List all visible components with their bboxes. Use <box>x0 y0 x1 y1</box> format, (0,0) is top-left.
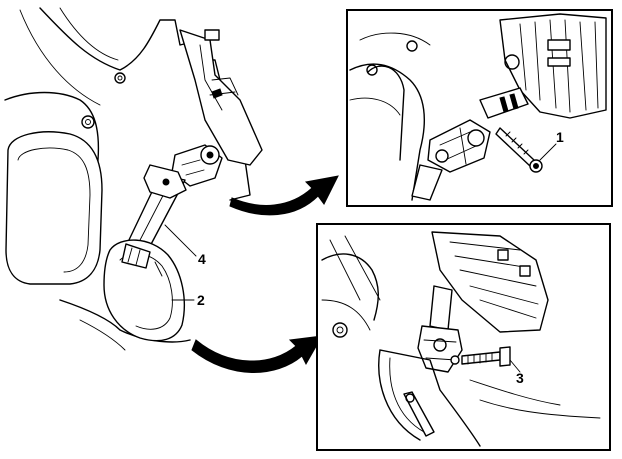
lower-detail-linkage <box>403 391 435 437</box>
lower-detail-linkage-pivot <box>405 393 415 403</box>
upper-detail-body-rib <box>349 32 431 116</box>
arrow-to-lower-detail <box>191 335 323 373</box>
pinch-bolt-thread <box>505 131 529 155</box>
leader-4 <box>164 224 197 257</box>
body-bolt-hole-center <box>117 75 123 81</box>
callout-3: 3 <box>516 370 524 386</box>
pinch-bolt-head-center <box>533 163 539 169</box>
lower-detail-view: 3 <box>316 223 611 451</box>
lower-detail-boot-inner <box>389 357 425 433</box>
bracket-tab <box>204 29 220 41</box>
boot-collar <box>121 243 151 269</box>
callout-4: 4 <box>198 251 206 267</box>
lower-detail-bolt-hole-center <box>336 326 344 334</box>
lower-detail-u-joint-cap <box>433 338 447 352</box>
steering-boot-seal <box>103 239 185 342</box>
upper-detail-shaft-splines <box>499 93 519 113</box>
upper-detail-connector <box>547 57 571 67</box>
lower-detail-boot <box>378 349 481 447</box>
floor-pan-rib <box>79 319 126 351</box>
body-bolt-hole <box>114 72 126 84</box>
lower-detail-panel-ribs <box>449 241 539 319</box>
boot-collar-detail <box>127 247 163 277</box>
wheel-housing-inner <box>17 147 91 273</box>
arrow-to-upper-detail <box>229 175 339 216</box>
upper-detail-mount-hole <box>504 54 520 70</box>
lower-detail-clip <box>497 249 509 261</box>
lower-detail-body-rib <box>321 235 381 331</box>
wheel-housing <box>5 131 103 285</box>
lower-detail-body-curve <box>321 253 379 321</box>
upper-detail-bolt-hole <box>366 64 378 76</box>
floor-pan-edge <box>59 299 191 343</box>
body-bolt-hole <box>81 115 95 129</box>
callout-1: 1 <box>556 129 564 145</box>
lower-pinch-bolt-washer <box>450 355 460 365</box>
upper-detail-u-joint-cap <box>467 129 485 147</box>
firewall-inner-line <box>19 7 119 106</box>
lower-detail-shaft <box>429 285 453 331</box>
lower-detail-clip <box>519 265 531 277</box>
upper-detail-connector <box>547 39 571 51</box>
lower-pinch-bolt-head <box>499 346 511 367</box>
upper-u-joint-bolt <box>206 151 214 159</box>
upper-detail-u-joint-cap <box>435 149 449 163</box>
body-bolt-hole-center <box>85 119 91 125</box>
lower-detail-floor-line <box>469 379 601 419</box>
upper-detail-panel <box>367 65 405 161</box>
column-bracket <box>179 29 263 166</box>
lower-u-joint-bolt <box>162 178 170 186</box>
callout-2: 2 <box>197 292 205 308</box>
leader-3 <box>509 359 521 373</box>
leader-1 <box>539 143 557 161</box>
lower-pinch-bolt-thread <box>467 352 493 365</box>
bracket-fastener <box>211 88 223 99</box>
upper-detail-body-curve <box>349 63 425 201</box>
upper-detail-bolt-hole <box>406 40 418 52</box>
lower-detail-bolt-hole <box>332 322 348 338</box>
upper-detail-lower-shaft <box>411 164 443 201</box>
upper-u-joint-cross <box>181 159 205 176</box>
upper-detail-view: 1 <box>346 9 613 207</box>
main-view: 4 2 <box>4 7 339 373</box>
upper-detail-u-joint-detail <box>439 127 477 165</box>
